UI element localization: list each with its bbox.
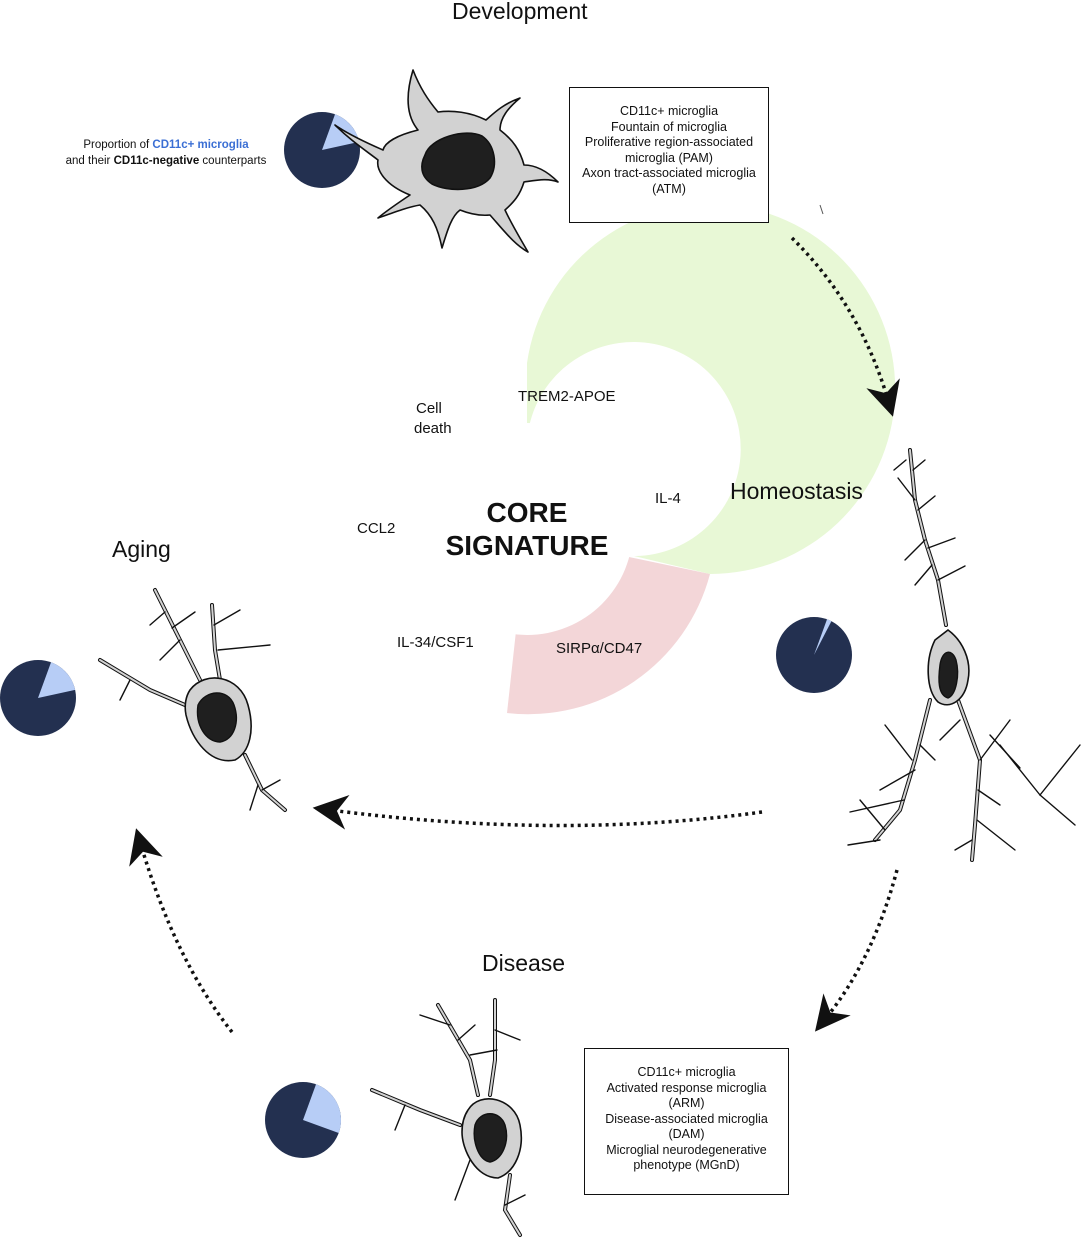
segment-label-ccl2: CCL2 [357, 520, 396, 537]
pie-disease-cd11c-slice [303, 1084, 341, 1134]
legend-highlight: CD11c+ microglia [152, 139, 249, 151]
development-box-line: (ATM) [652, 181, 686, 196]
stage-title-aging: Aging [112, 536, 171, 562]
arrow-development-to-homeostasis [790, 236, 900, 417]
stage-title-development: Development [452, 0, 588, 24]
pie-homeostasis [776, 617, 852, 693]
pie-development-cd11c-slice [322, 114, 360, 150]
disease-box-line: phenotype (MGnD) [633, 1158, 740, 1172]
arrow-homeostasis-to-aging [312, 794, 763, 830]
ring-green-segment [527, 204, 896, 575]
disease-box-line: Disease-associated microglia [605, 1111, 768, 1126]
development-box-line: Fountain of microglia [610, 119, 728, 134]
legend-line2-bold: CD11c-negative [113, 155, 200, 167]
microglia-development-cell [334, 69, 559, 253]
segment-label-sirpa-cd47: SIRPα/CD47 [556, 640, 643, 657]
stage-title-disease: Disease [482, 950, 566, 976]
core-signature-ring [421, 204, 896, 715]
segment-label-death: death [414, 420, 452, 437]
disease-box-line: Microglial neurodegenerative [606, 1142, 767, 1157]
pie-legend: Proportion of CD11c+ microglia and their… [52, 137, 280, 169]
small-tick-mark [819, 204, 824, 215]
segment-label-cell: Cell [416, 400, 442, 417]
disease-box-line: (ARM) [668, 1096, 705, 1110]
pie-aging-cd11c-slice [38, 662, 76, 698]
segment-label-il4: IL-4 [655, 490, 681, 507]
development-box-line: Proliferative region-associated [584, 135, 754, 149]
legend-line2-suffix: counterparts [199, 155, 267, 167]
stage-title-homeostasis: Homeostasis [730, 478, 863, 504]
arrow-disease-to-aging [129, 828, 234, 1034]
segment-label-il34-csf1: IL-34/CSF1 [397, 634, 474, 651]
disease-info-box: CD11c+ microglia Activated response micr… [584, 1048, 789, 1195]
pie-development [284, 112, 360, 188]
microglia-aging-nucleus [196, 692, 238, 743]
microglia-disease-nucleus [473, 1113, 508, 1163]
development-box-line: microglia (PAM) [625, 150, 713, 165]
pie-homeostasis-cd11c-slice [814, 619, 832, 655]
microglia-homeostasis-cell [847, 448, 1081, 862]
disease-box-line: (DAM) [668, 1127, 705, 1141]
development-box-line: Axon tract-associated microglia [582, 166, 756, 180]
disease-box-line: Activated response microglia [606, 1080, 767, 1095]
core-title-line1: CORE [486, 497, 568, 528]
pie-aging [0, 660, 76, 736]
development-box-line: CD11c+ microglia [619, 104, 719, 118]
development-info-box: CD11c+ microglia Fountain of microglia P… [569, 87, 769, 223]
pie-disease [265, 1082, 341, 1158]
microglia-development-nucleus [421, 132, 496, 191]
segment-label-trem2-apoe: TREM2-APOE [518, 388, 616, 405]
ring-pink-segment [507, 557, 710, 715]
microglia-homeostasis-nucleus [938, 651, 959, 699]
core-title-line2: SIGNATURE [445, 530, 609, 561]
legend-prefix: Proportion of [83, 139, 153, 151]
ring-inner-hole [421, 423, 633, 635]
core-signature-title: CORE SIGNATURE [427, 496, 627, 562]
microglia-disease-cell [370, 998, 526, 1237]
legend-line2-prefix: and their [65, 155, 114, 167]
microglia-aging-cell [98, 588, 287, 812]
cycle-arrows [129, 236, 900, 1034]
disease-box-line: CD11c+ microglia [637, 1065, 736, 1079]
arrow-homeostasis-to-disease [814, 869, 899, 1032]
